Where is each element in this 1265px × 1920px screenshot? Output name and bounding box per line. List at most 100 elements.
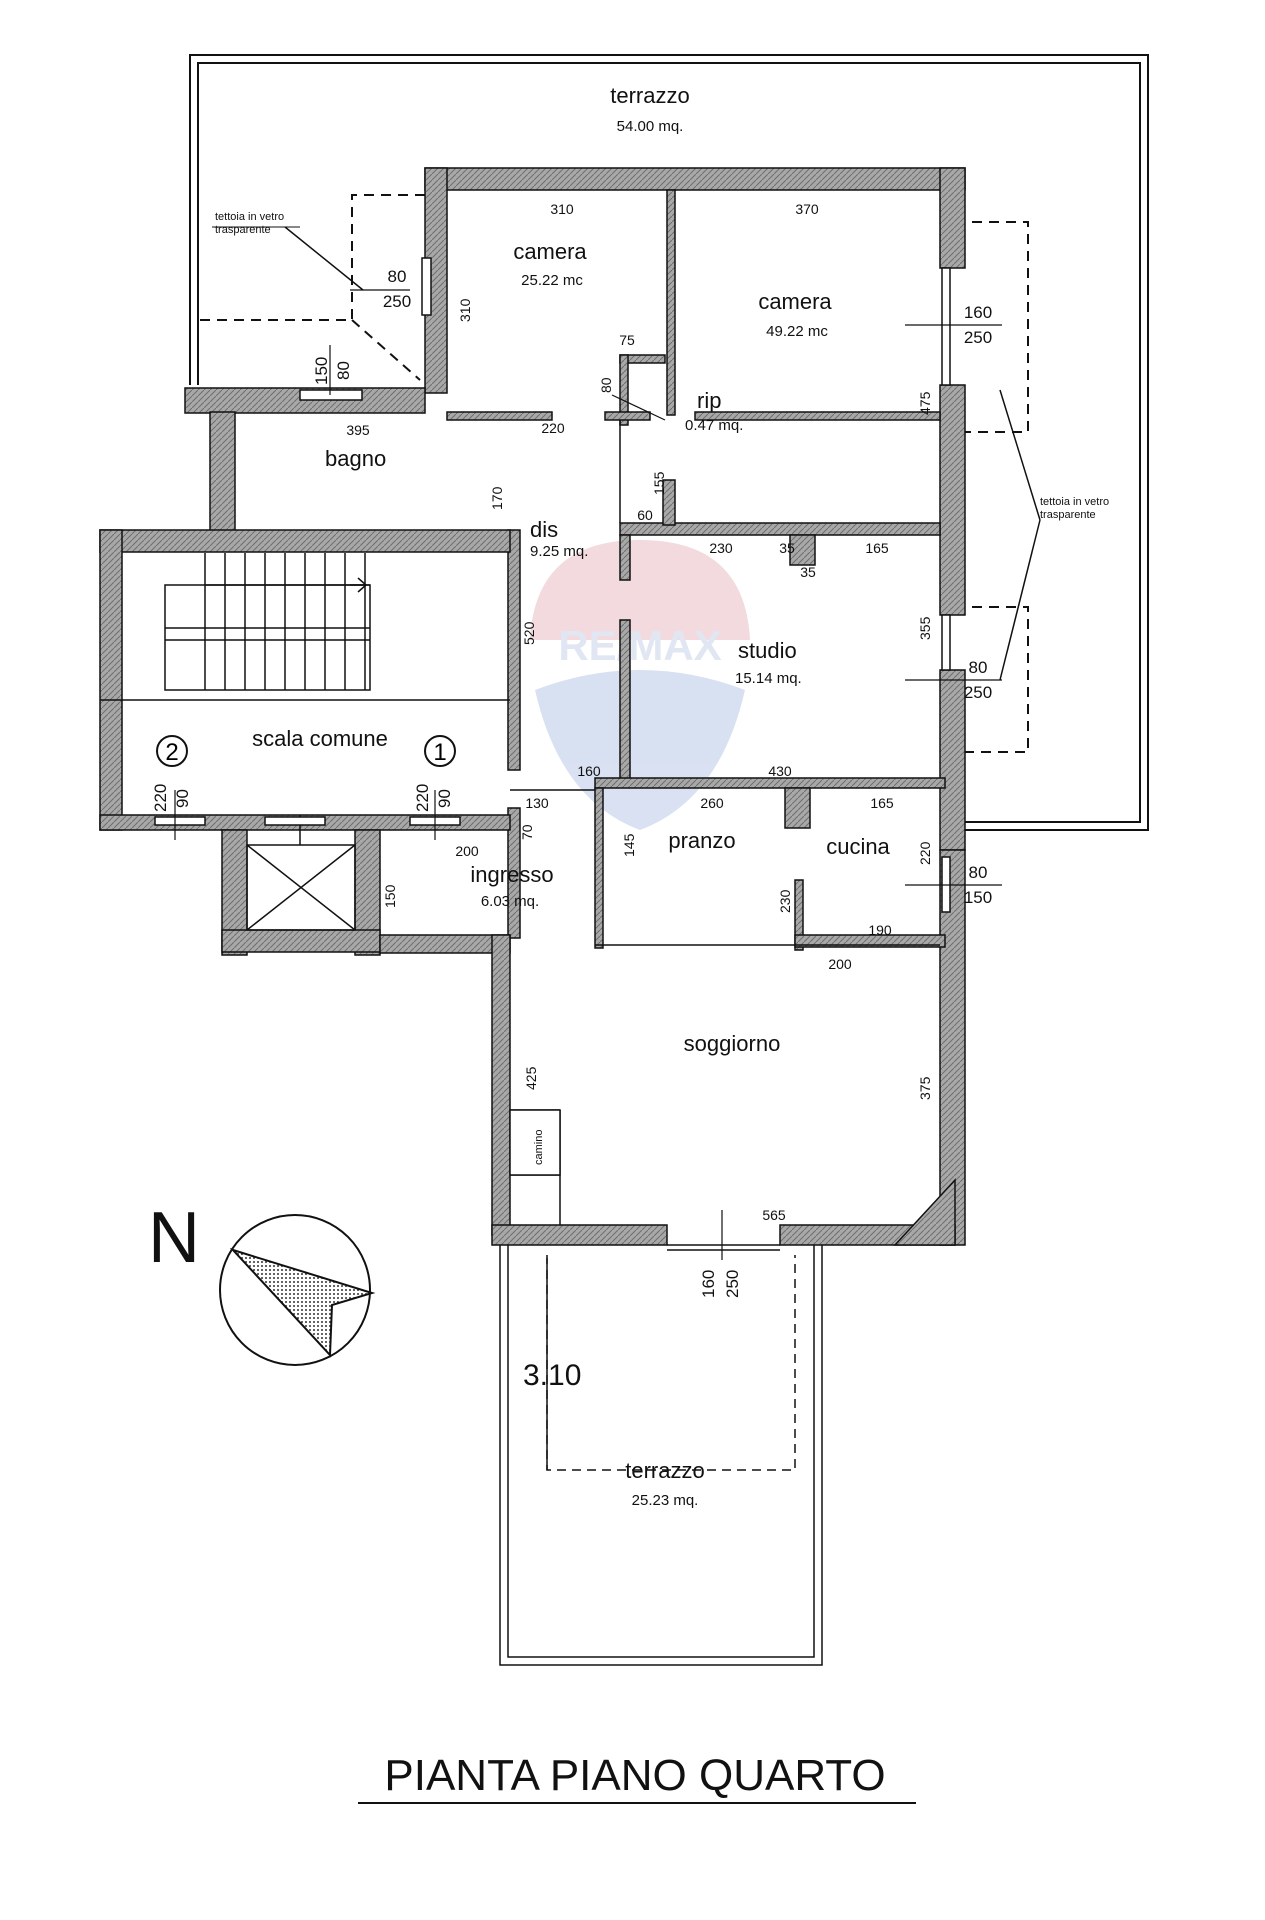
opening-7-height: 150 — [964, 888, 992, 907]
dim-520: 520 — [521, 621, 537, 645]
opening-6-width: 90 — [435, 789, 454, 808]
canopy-right-leader-2 — [999, 519, 1041, 681]
room-terrazzo-south: terrazzo — [625, 1458, 704, 1483]
north-label: N — [148, 1198, 200, 1278]
room-bagno: bagno — [325, 446, 386, 471]
dim-130: 130 — [525, 795, 549, 811]
walls — [99, 167, 966, 1246]
room-labels: terrazzo 54.00 mq. camera 25.22 mc camer… — [252, 83, 890, 1509]
note-tettoia-left-2: trasparente — [215, 224, 271, 236]
area-terrazzo-north: 54.00 mq. — [617, 118, 684, 135]
room-soggiorno: soggiorno — [684, 1031, 781, 1056]
dim-230-studio: 230 — [709, 540, 733, 556]
stair-markers: 2 1 — [156, 735, 456, 767]
room-cucina: cucina — [826, 834, 890, 859]
area-dis: 9.25 mq. — [530, 543, 588, 560]
area-studio: 15.14 mq. — [735, 670, 802, 687]
dim-75: 75 — [619, 332, 635, 348]
dim-190: 190 — [868, 922, 892, 938]
room-camera-1: camera — [513, 239, 587, 264]
note-tettoia-right-1: tettoia in vetro — [1040, 496, 1109, 508]
dim-165-cucina: 165 — [870, 795, 894, 811]
dim-375: 375 — [917, 1076, 933, 1100]
note-tettoia-left-1: tettoia in vetro — [215, 211, 284, 223]
terrace-north-outline — [189, 54, 1149, 831]
dim-35-b: 35 — [800, 564, 816, 580]
room-camera-2: camera — [758, 289, 832, 314]
dim-165-studio: 165 — [865, 540, 889, 556]
dim-220-bagno: 220 — [541, 420, 565, 436]
area-terrazzo-south: 25.23 mq. — [632, 1492, 699, 1509]
dim-425: 425 — [523, 1066, 539, 1090]
dim-430: 430 — [768, 763, 792, 779]
dim-565: 565 — [762, 1207, 786, 1223]
circle-2: 2 — [165, 739, 178, 766]
note-tettoia-right-2: trasparente — [1040, 509, 1096, 521]
opening-6-height: 220 — [413, 784, 432, 812]
opening-2-width: 80 — [334, 361, 353, 380]
opening-labels: 80 250 80 150 160 250 80 250 90 220 90 2… — [151, 267, 992, 1298]
opening-5-width: 90 — [173, 789, 192, 808]
room-studio: studio — [738, 638, 797, 663]
area-rip: 0.47 mq. — [685, 417, 743, 434]
dim-200-soggiorno: 200 — [828, 956, 852, 972]
north-arrow: N — [148, 1198, 376, 1366]
plan-title: PIANTA PIANO QUARTO — [358, 1751, 916, 1804]
dim-370: 370 — [795, 201, 819, 217]
page-title: PIANTA PIANO QUARTO — [384, 1751, 885, 1800]
watermark-text: RE/MAX — [558, 622, 721, 669]
opening-ticks — [174, 289, 1002, 1260]
opening-8-height: 250 — [723, 1270, 742, 1298]
dim-35-a: 35 — [779, 540, 795, 556]
canopy-left — [198, 194, 425, 381]
opening-4-height: 250 — [964, 683, 992, 702]
opening-1-width: 80 — [388, 267, 407, 286]
dim-230-cucina: 230 — [777, 889, 793, 913]
opening-5-height: 220 — [151, 784, 170, 812]
dim-310-top: 310 — [550, 201, 574, 217]
room-terrazzo-north: terrazzo — [610, 83, 689, 108]
dim-475: 475 — [917, 391, 933, 415]
dim-220-cucina: 220 — [917, 841, 933, 865]
opening-7-width: 80 — [969, 863, 988, 882]
dim-70: 70 — [519, 824, 535, 840]
remax-watermark: RE/MAX — [530, 540, 750, 830]
staircase — [100, 553, 510, 701]
dim-145: 145 — [621, 833, 637, 857]
dim-200-ingresso: 200 — [455, 843, 479, 859]
fireplace-label: camino — [533, 1130, 545, 1165]
room-dis: dis — [530, 517, 558, 542]
terrace-south-outline — [499, 1245, 823, 1666]
opening-1-height: 250 — [383, 292, 411, 311]
circle-1: 1 — [433, 739, 446, 766]
opening-2-height: 150 — [312, 357, 331, 385]
canopy-notes: tettoia in vetro trasparente tettoia in … — [215, 211, 1109, 521]
opening-3-width: 160 — [964, 303, 992, 322]
dim-80-rip: 80 — [598, 377, 614, 393]
room-pranzo: pranzo — [668, 828, 735, 853]
dim-355: 355 — [917, 616, 933, 640]
room-ingresso: ingresso — [470, 862, 553, 887]
dimensions: 310 370 310 75 80 395 220 475 155 170 60… — [346, 201, 933, 1392]
opening-3-height: 250 — [964, 328, 992, 347]
dim-160: 160 — [577, 763, 601, 779]
room-rip: rip — [697, 388, 721, 413]
area-camera-2: 49.22 mc — [766, 323, 828, 340]
canopy-right-leader-1 — [999, 389, 1041, 521]
canopy-left-leader — [284, 226, 364, 291]
canopy-right — [955, 221, 1029, 753]
opening-8-width: 160 — [699, 1270, 718, 1298]
area-ingresso: 6.03 mq. — [481, 893, 539, 910]
opening-4-width: 80 — [969, 658, 988, 677]
room-scala: scala comune — [252, 726, 388, 751]
dim-60: 60 — [637, 507, 653, 523]
dim-150: 150 — [382, 884, 398, 908]
pergola-south — [546, 1255, 796, 1471]
dim-260: 260 — [700, 795, 724, 811]
fireplace: camino — [509, 1109, 561, 1176]
dim-310-terrace: 3.10 — [523, 1359, 581, 1392]
area-camera-1: 25.22 mc — [521, 272, 583, 289]
dim-395: 395 — [346, 422, 370, 438]
dim-170: 170 — [489, 486, 505, 510]
